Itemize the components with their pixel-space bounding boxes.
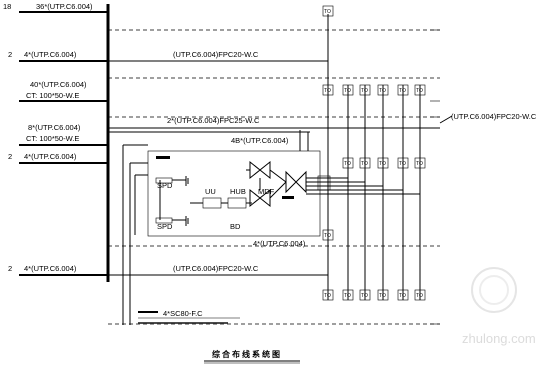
- patch-panel-icon: [249, 160, 271, 180]
- conduit-note: [138, 322, 228, 324]
- riser-label-6: 2 4*(UTP.C6.004): [8, 264, 108, 276]
- feed-leader: [439, 115, 453, 124]
- spd-label: SPD: [157, 222, 173, 231]
- outlet-box: [322, 5, 334, 17]
- riser-count: 18: [3, 2, 11, 11]
- outlet-label: TO: [416, 88, 423, 94]
- riser-cable: 8*(UTP.C6.004): [28, 123, 81, 132]
- outlet-box: [322, 84, 334, 96]
- outlet-label: TO: [344, 88, 351, 94]
- hub-box: [227, 197, 247, 209]
- outlet-row-lower: TO TO TO TO TO TO TO: [322, 229, 426, 301]
- outlet-label: TO: [379, 161, 386, 167]
- riser-cable: 40*(UTP.C6.004): [30, 80, 87, 89]
- outlet-label: TO: [361, 293, 368, 299]
- conduit-tag: [138, 311, 158, 313]
- outlet-label: TO: [399, 88, 406, 94]
- outlet-box: [397, 289, 409, 301]
- outlet-label: TO: [361, 88, 368, 94]
- outlet-box: [377, 84, 389, 96]
- riser-count: 2: [8, 152, 12, 161]
- riser-tray: CT: 100*50-W.E: [26, 91, 79, 100]
- room-tag: [156, 156, 170, 159]
- riser-label-3: 40*(UTP.C6.004) CT: 100*50-W.E: [19, 80, 108, 102]
- bd-label: BD: [230, 222, 241, 231]
- outlet-label: TO: [344, 161, 351, 167]
- diagram-title: 综合布线系统图: [212, 349, 282, 359]
- spd-label: SPD: [157, 181, 173, 190]
- outlet-box: [397, 157, 409, 169]
- riser-cable: 4*(UTP.C6.004): [24, 50, 77, 59]
- mdf-label: MDF: [258, 187, 275, 196]
- outlet-box: [359, 84, 371, 96]
- right-feed-label: (UTP.C6.004)FPC20-W.C: [451, 112, 537, 121]
- outlet-label: TO: [324, 9, 331, 15]
- panel-wire: [269, 181, 287, 199]
- outlet-label: TO: [399, 293, 406, 299]
- panel-wire: [269, 169, 287, 183]
- outlet-box: [322, 229, 334, 241]
- riser-count: 2: [8, 50, 12, 59]
- riser-cable: 4*(UTP.C6.004): [24, 264, 77, 273]
- conduit-label: 4*SC80-F.C: [163, 309, 203, 318]
- outlet-label: TO: [416, 161, 423, 167]
- riser-cable: 36*(UTP.C6.004): [36, 2, 93, 11]
- riser-cable: 4*(UTP.C6.004): [24, 152, 77, 161]
- room-tag: [282, 196, 294, 199]
- outlet-box: [414, 289, 426, 301]
- riser-count: 2: [8, 264, 12, 273]
- floor-feed-3: (UTP.C6.004)FPC20-W.C: [108, 264, 328, 276]
- hub-label: HUB: [230, 187, 246, 196]
- watermark: zhulong.com: [462, 267, 536, 346]
- outlet-box: [377, 289, 389, 301]
- outlet-label: TO: [416, 293, 423, 299]
- floor-feed-2: 2*(UTP.C6.004)FPC25-W.C: [108, 116, 440, 133]
- riser-label-2: 2 4*(UTP.C6.004): [8, 50, 108, 62]
- room-top-cable: 4B*(UTP.C6.004): [231, 136, 289, 145]
- outlet-label: TO: [379, 293, 386, 299]
- watermark-text: zhulong.com: [462, 331, 536, 346]
- conduit-label-group: 4*SC80-F.C: [138, 309, 240, 324]
- ups-label: UU: [205, 187, 216, 196]
- outlet-box: [414, 84, 426, 96]
- ups-box: [202, 197, 222, 209]
- outlet-label: TO: [399, 161, 406, 167]
- riser-tray: CT: 100*50-W.E: [26, 134, 79, 143]
- outlet-box: [342, 289, 354, 301]
- right-feed: (UTP.C6.004)FPC20-W.C: [439, 112, 537, 124]
- outlet-box: [359, 289, 371, 301]
- equipment-room: 4B*(UTP.C6.004) 4*(UTP.C6.004) SPD SPD U…: [147, 130, 420, 248]
- room-bottom-cable: 4*(UTP.C6.004): [253, 239, 306, 248]
- outlet-label: TO: [324, 293, 331, 299]
- outlet-label: TO: [344, 293, 351, 299]
- outlet-row-middle: TO TO TO TO TO: [342, 157, 426, 169]
- outlet-label: TO: [379, 88, 386, 94]
- outlet-box: [397, 84, 409, 96]
- outlet-box: [414, 157, 426, 169]
- riser-label-5: 2 4*(UTP.C6.004): [8, 152, 108, 164]
- feed-label: (UTP.C6.004)FPC20-W.C: [173, 50, 259, 59]
- floor-feed-1: (UTP.C6.004)FPC20-W.C: [108, 50, 328, 62]
- feed-label: 2*(UTP.C6.004)FPC25-W.C: [167, 116, 260, 125]
- riser-label-4: 8*(UTP.C6.004) CT: 100*50-W.E: [19, 123, 108, 146]
- outlet-box: [359, 157, 371, 169]
- outlet-row-top: TO TO TO TO TO TO TO: [322, 5, 426, 96]
- riser-label-1: 18 36*(UTP.C6.004): [3, 2, 108, 13]
- outlet-box: [377, 157, 389, 169]
- outlet-label: TO: [361, 161, 368, 167]
- outlet-label: TO: [324, 88, 331, 94]
- outlet-box: [342, 157, 354, 169]
- outlet-box: [342, 84, 354, 96]
- outlet-box: [322, 289, 334, 301]
- feed-label: (UTP.C6.004)FPC20-W.C: [173, 264, 259, 273]
- outlet-label: TO: [324, 233, 331, 239]
- patch-panel-icon: [285, 170, 307, 194]
- bus-connector: [317, 175, 331, 191]
